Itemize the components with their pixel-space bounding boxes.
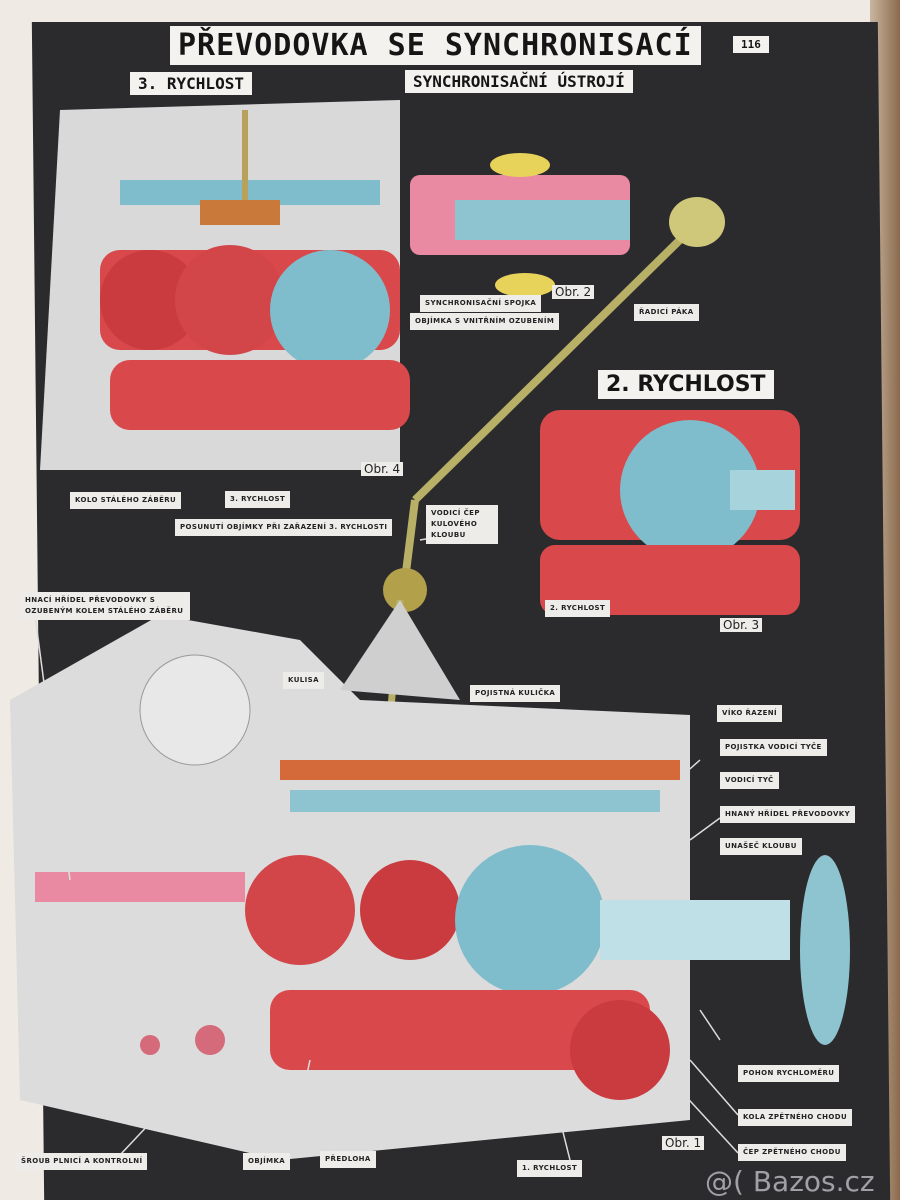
label-reverse-pin: ČEP ZPĚTNÉHO CHODU (738, 1144, 846, 1161)
figure-2-caption: Obr. 2 (552, 285, 595, 299)
figure-3-drawing (540, 410, 800, 615)
label-shift-cover: VÍKO ŘAZENÍ (717, 705, 783, 722)
section-synchro-heading: SYNCHRONISAČNÍ ÚSTROJÍ (405, 70, 633, 93)
label-guide-rod-lock: POJISTKA VODICÍ TYČE (720, 739, 827, 756)
label-sleeve-shift: POSUNUTÍ OBJÍMKY PŘI ZAŘAZENÍ 3. RYCHLOS… (175, 519, 393, 536)
label-joint-flange: UNAŠEČ KLOUBU (720, 838, 802, 855)
label-synchro-clutch: SYNCHRONISAČNÍ SPOJKA (420, 295, 542, 312)
label-third-gear: 3. RYCHLOST (225, 491, 291, 508)
figure-2-drawing (410, 153, 630, 297)
section-second-gear-heading: 2. RYCHLOST (598, 370, 774, 399)
label-input-shaft: HNACÍ HŘÍDEL PŘEVODOVKY S OZUBENÝM KOLEM… (20, 592, 190, 620)
label-sleeve-internal: OBJÍMKA S VNITŘNÍM OZUBENÍM (410, 313, 560, 330)
label-guide-pin: VODICÍ ČEP KULOVÉHO KLOUBU (426, 505, 498, 544)
label-shift-lever: ŘADICÍ PÁKA (634, 304, 699, 321)
section-third-gear-heading: 3. RYCHLOST (130, 72, 252, 95)
watermark: @( Bazos.cz (705, 1165, 875, 1198)
label-filler-screw: ŠROUB PLNICÍ A KONTROLNÍ (16, 1153, 148, 1170)
poster-title: PŘEVODOVKA SE SYNCHRONISACÍ (170, 26, 701, 65)
label-output-shaft: HNANÝ HŘÍDEL PŘEVODOVKY (720, 806, 856, 823)
sheet-number: 116 (733, 36, 769, 53)
label-detent-ball: POJISTNÁ KULIČKA (470, 685, 561, 702)
figure-4-drawing (40, 100, 410, 470)
label-second-gear: 2. RYCHLOST (545, 600, 611, 617)
figure-4-caption: Obr. 4 (361, 462, 404, 476)
label-gate: KULISA (283, 672, 324, 689)
label-countershaft: PŘEDLOHA (320, 1151, 376, 1168)
label-first-gear: 1. RYCHLOST (517, 1160, 583, 1177)
figure-1-caption: Obr. 1 (662, 1136, 705, 1150)
label-sleeve: OBJÍMKA (243, 1153, 291, 1170)
figure-3-caption: Obr. 3 (720, 618, 763, 632)
label-constant-mesh-gear: KOLO STÁLÉHO ZÁBĚRU (70, 492, 182, 509)
label-speedo-drive: POHON RYCHLOMĚRU (738, 1065, 840, 1082)
figure-1-drawing (10, 600, 850, 1160)
label-guide-rod: VODICÍ TYČ (720, 772, 779, 789)
label-reverse-gears: KOLA ZPĚTNÉHO CHODU (738, 1109, 853, 1126)
